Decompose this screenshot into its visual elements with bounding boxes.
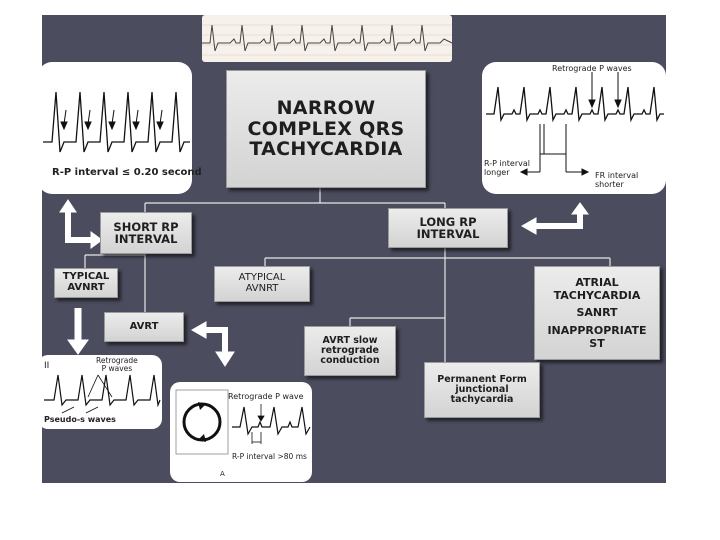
ecg-avnrt-lead-label: II: [44, 361, 50, 371]
avrt-slow-retrograde-box: AVRT slow retrograde conduction: [304, 326, 396, 376]
ecg-avrt-trace: [175, 389, 311, 455]
ecg-avrt-rp-label: R-P interval >80 ms: [232, 452, 307, 461]
ecg-long-rp-retro-label: Retrograde P waves: [552, 64, 632, 73]
ecg-card-long-rp: Retrograde P waves R-P interval longer F…: [482, 62, 666, 194]
ecg-card-avrt: Retrograde P wave R-P interval >80 ms A: [170, 382, 312, 482]
ecg-strip-top: [202, 15, 453, 62]
ecg-card-short-rp: R-P interval ≤ 0.20 second: [38, 62, 202, 194]
ecg-top-trace: [202, 24, 453, 56]
ecg-avrt-fig-label: A: [220, 470, 225, 478]
typical-avnrt-box: TYPICAL AVNRT: [54, 268, 118, 298]
ecg-avnrt-trace: [44, 374, 161, 414]
atrial-tachycardia-box: ATRIAL TACHYCARDIA SANRT INAPPROPRIATE S…: [534, 266, 660, 360]
ecg-short-rp-caption: R-P interval ≤ 0.20 second: [52, 167, 202, 178]
main-title-box: NARROW COMPLEX QRS TACHYCARDIA: [226, 70, 426, 188]
short-rp-box: SHORT RP INTERVAL: [100, 212, 192, 254]
main-title-line-2: COMPLEX QRS: [247, 117, 405, 140]
ecg-short-rp-trace: [43, 91, 190, 153]
ecg-card-typical-avnrt: II Retrograde P waves Pseudo-s waves: [38, 355, 162, 429]
ecg-avnrt-retro-label: Retrograde P waves: [96, 356, 138, 374]
ecg-long-rp-longer-label: R-P interval longer: [484, 159, 530, 177]
ecg-long-rp-shorter-label: FR interval shorter: [595, 171, 639, 189]
ecg-avnrt-pseudo-label: Pseudo-s waves: [44, 415, 116, 424]
ecg-avrt-retro-label: Retrograde P wave: [228, 392, 304, 401]
main-title-line-3: TACHYCARDIA: [249, 138, 403, 161]
pjrt-box: Permanent Form junctional tachycardia: [424, 362, 540, 418]
long-rp-box: LONG RP INTERVAL: [388, 208, 508, 248]
main-title-line-1: NARROW: [276, 97, 376, 120]
avrt-box: AVRT: [104, 312, 184, 342]
ecg-long-rp-trace: [486, 72, 664, 176]
atypical-avnrt-box: ATYPICAL AVNRT: [214, 266, 310, 302]
